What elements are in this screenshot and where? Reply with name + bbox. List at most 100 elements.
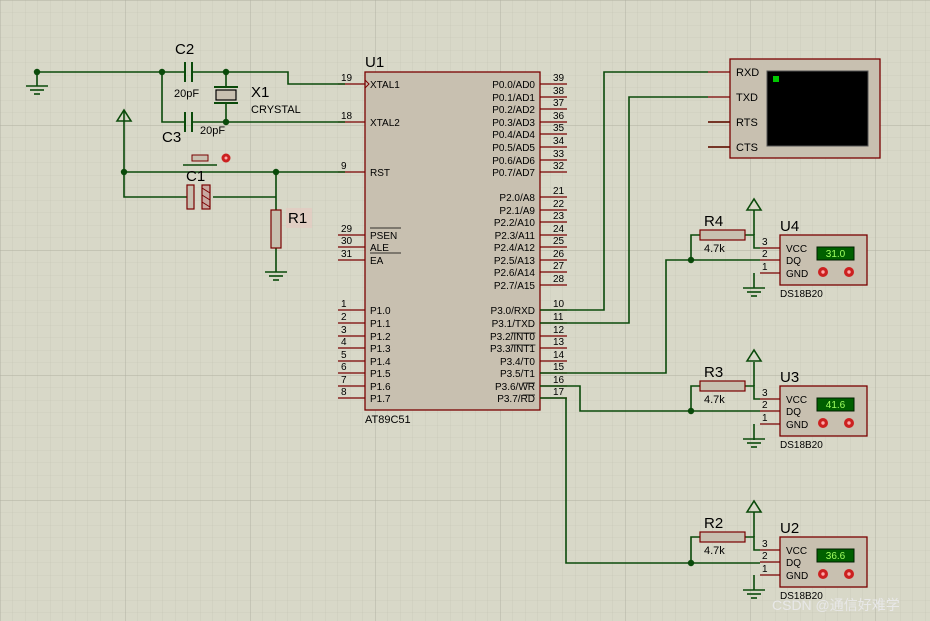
- temp-up-button[interactable]: [844, 267, 854, 277]
- sensor-ref: U2: [780, 520, 799, 537]
- terminal-pin-rts[interactable]: RTS: [708, 117, 758, 129]
- terminal-pin-txd[interactable]: TXD: [708, 92, 758, 104]
- c2-ref: C2: [175, 41, 194, 58]
- terminal-cursor: [773, 76, 779, 82]
- pin-name: P0.4/AD4: [492, 130, 535, 141]
- pin-number: 36: [553, 111, 565, 122]
- pin-name: EA: [370, 256, 384, 267]
- clock-pin-icon: [364, 79, 370, 89]
- pin-number: 14: [553, 350, 565, 361]
- pin-number: 5: [341, 350, 347, 361]
- crystal-x1[interactable]: X1 CRYSTAL: [214, 84, 301, 116]
- pin-name: P1.0: [370, 306, 391, 317]
- pin-number: 32: [553, 161, 565, 172]
- mcu-u1[interactable]: U1 AT89C51 19XTAL118XTAL29RST29PSEN30ALE…: [338, 54, 567, 426]
- ground-symbol-1: [26, 85, 48, 95]
- temp-down-button[interactable]: [818, 267, 828, 277]
- pin-name: P0.6/AD6: [492, 156, 535, 167]
- pin-name: P2.4/A12: [494, 243, 536, 254]
- pin-number: 6: [341, 362, 347, 373]
- pin-number: 38: [553, 86, 565, 97]
- mcu-pin-p1-7[interactable]: 8P1.7: [338, 387, 391, 405]
- sensor-pin-vcc: VCC: [786, 546, 807, 557]
- temperature-display: [816, 397, 855, 412]
- mcu-pin-p1-1[interactable]: 2P1.1: [338, 312, 391, 330]
- sensor-part: DS18B20: [780, 440, 823, 451]
- pin-number: 21: [553, 186, 565, 197]
- mcu-pin-p1-3[interactable]: 4P1.3: [338, 337, 391, 355]
- resistor-r4[interactable]: R4 4.7k: [699, 213, 746, 255]
- ground-symbol-r1: [265, 271, 287, 281]
- sensor-pin-gnd: GND: [786, 571, 808, 582]
- capacitor-c3[interactable]: C3 20pF: [162, 112, 225, 146]
- mcu-pin-p1-2[interactable]: 3P1.2: [338, 325, 391, 343]
- pin-number: 25: [553, 236, 565, 247]
- pin-name: P3.0/RXD: [491, 306, 535, 317]
- r3-value: 4.7k: [704, 394, 725, 406]
- temperature-value: 36.6: [826, 551, 846, 562]
- mcu-pin-p1-5[interactable]: 6P1.5: [338, 362, 391, 380]
- pin-number: 26: [553, 249, 565, 260]
- temp-up-button[interactable]: [844, 418, 854, 428]
- terminal-pin-cts[interactable]: CTS: [708, 142, 758, 154]
- pin-name: P2.0/A8: [499, 193, 535, 204]
- virtual-terminal[interactable]: RXD TXD RTS CTS: [708, 58, 881, 159]
- reset-button[interactable]: [183, 153, 231, 173]
- pin-name: P2.3/A11: [495, 231, 536, 242]
- pin-number: 11: [553, 312, 564, 323]
- sensor-part: DS18B20: [780, 591, 823, 602]
- c1-ref: C1: [186, 168, 205, 185]
- resistor-r1[interactable]: R1: [270, 208, 312, 249]
- pin-number: 29: [341, 224, 353, 235]
- resistor-r2[interactable]: R2 4.7k: [699, 515, 746, 557]
- terminal-screen: [766, 70, 869, 147]
- capacitor-c1[interactable]: C1: [186, 168, 211, 210]
- c3-value: 20pF: [200, 125, 225, 137]
- terminal-pins: RXD TXD RTS CTS: [708, 67, 759, 154]
- mcu-pin-p1-4[interactable]: 5P1.4: [338, 350, 391, 368]
- mcu-body: [364, 71, 541, 411]
- capacitor-c2[interactable]: C2 20pF: [174, 41, 199, 100]
- pin-number: 12: [553, 325, 565, 336]
- temp-down-button[interactable]: [818, 418, 828, 428]
- pin-name: P1.5: [370, 369, 391, 380]
- pin-name: P3.3/INT1: [490, 344, 535, 355]
- resistor-r3[interactable]: R3 4.7k: [699, 364, 746, 406]
- wires: [36, 71, 760, 590]
- sensor-pin-number: 1: [762, 564, 768, 575]
- sensor-pin-dq: DQ: [786, 407, 801, 418]
- temp-up-button[interactable]: [844, 569, 854, 579]
- mcu-pin-p1-6[interactable]: 7P1.6: [338, 375, 391, 393]
- temp-down-button[interactable]: [818, 569, 828, 579]
- pin-name: P2.5/A13: [494, 256, 536, 267]
- terminal-pin-rxd[interactable]: RXD: [708, 67, 759, 79]
- mcu-pin-p1-0[interactable]: 1P1.0: [338, 299, 391, 317]
- terminal-pin-label: CTS: [736, 142, 758, 154]
